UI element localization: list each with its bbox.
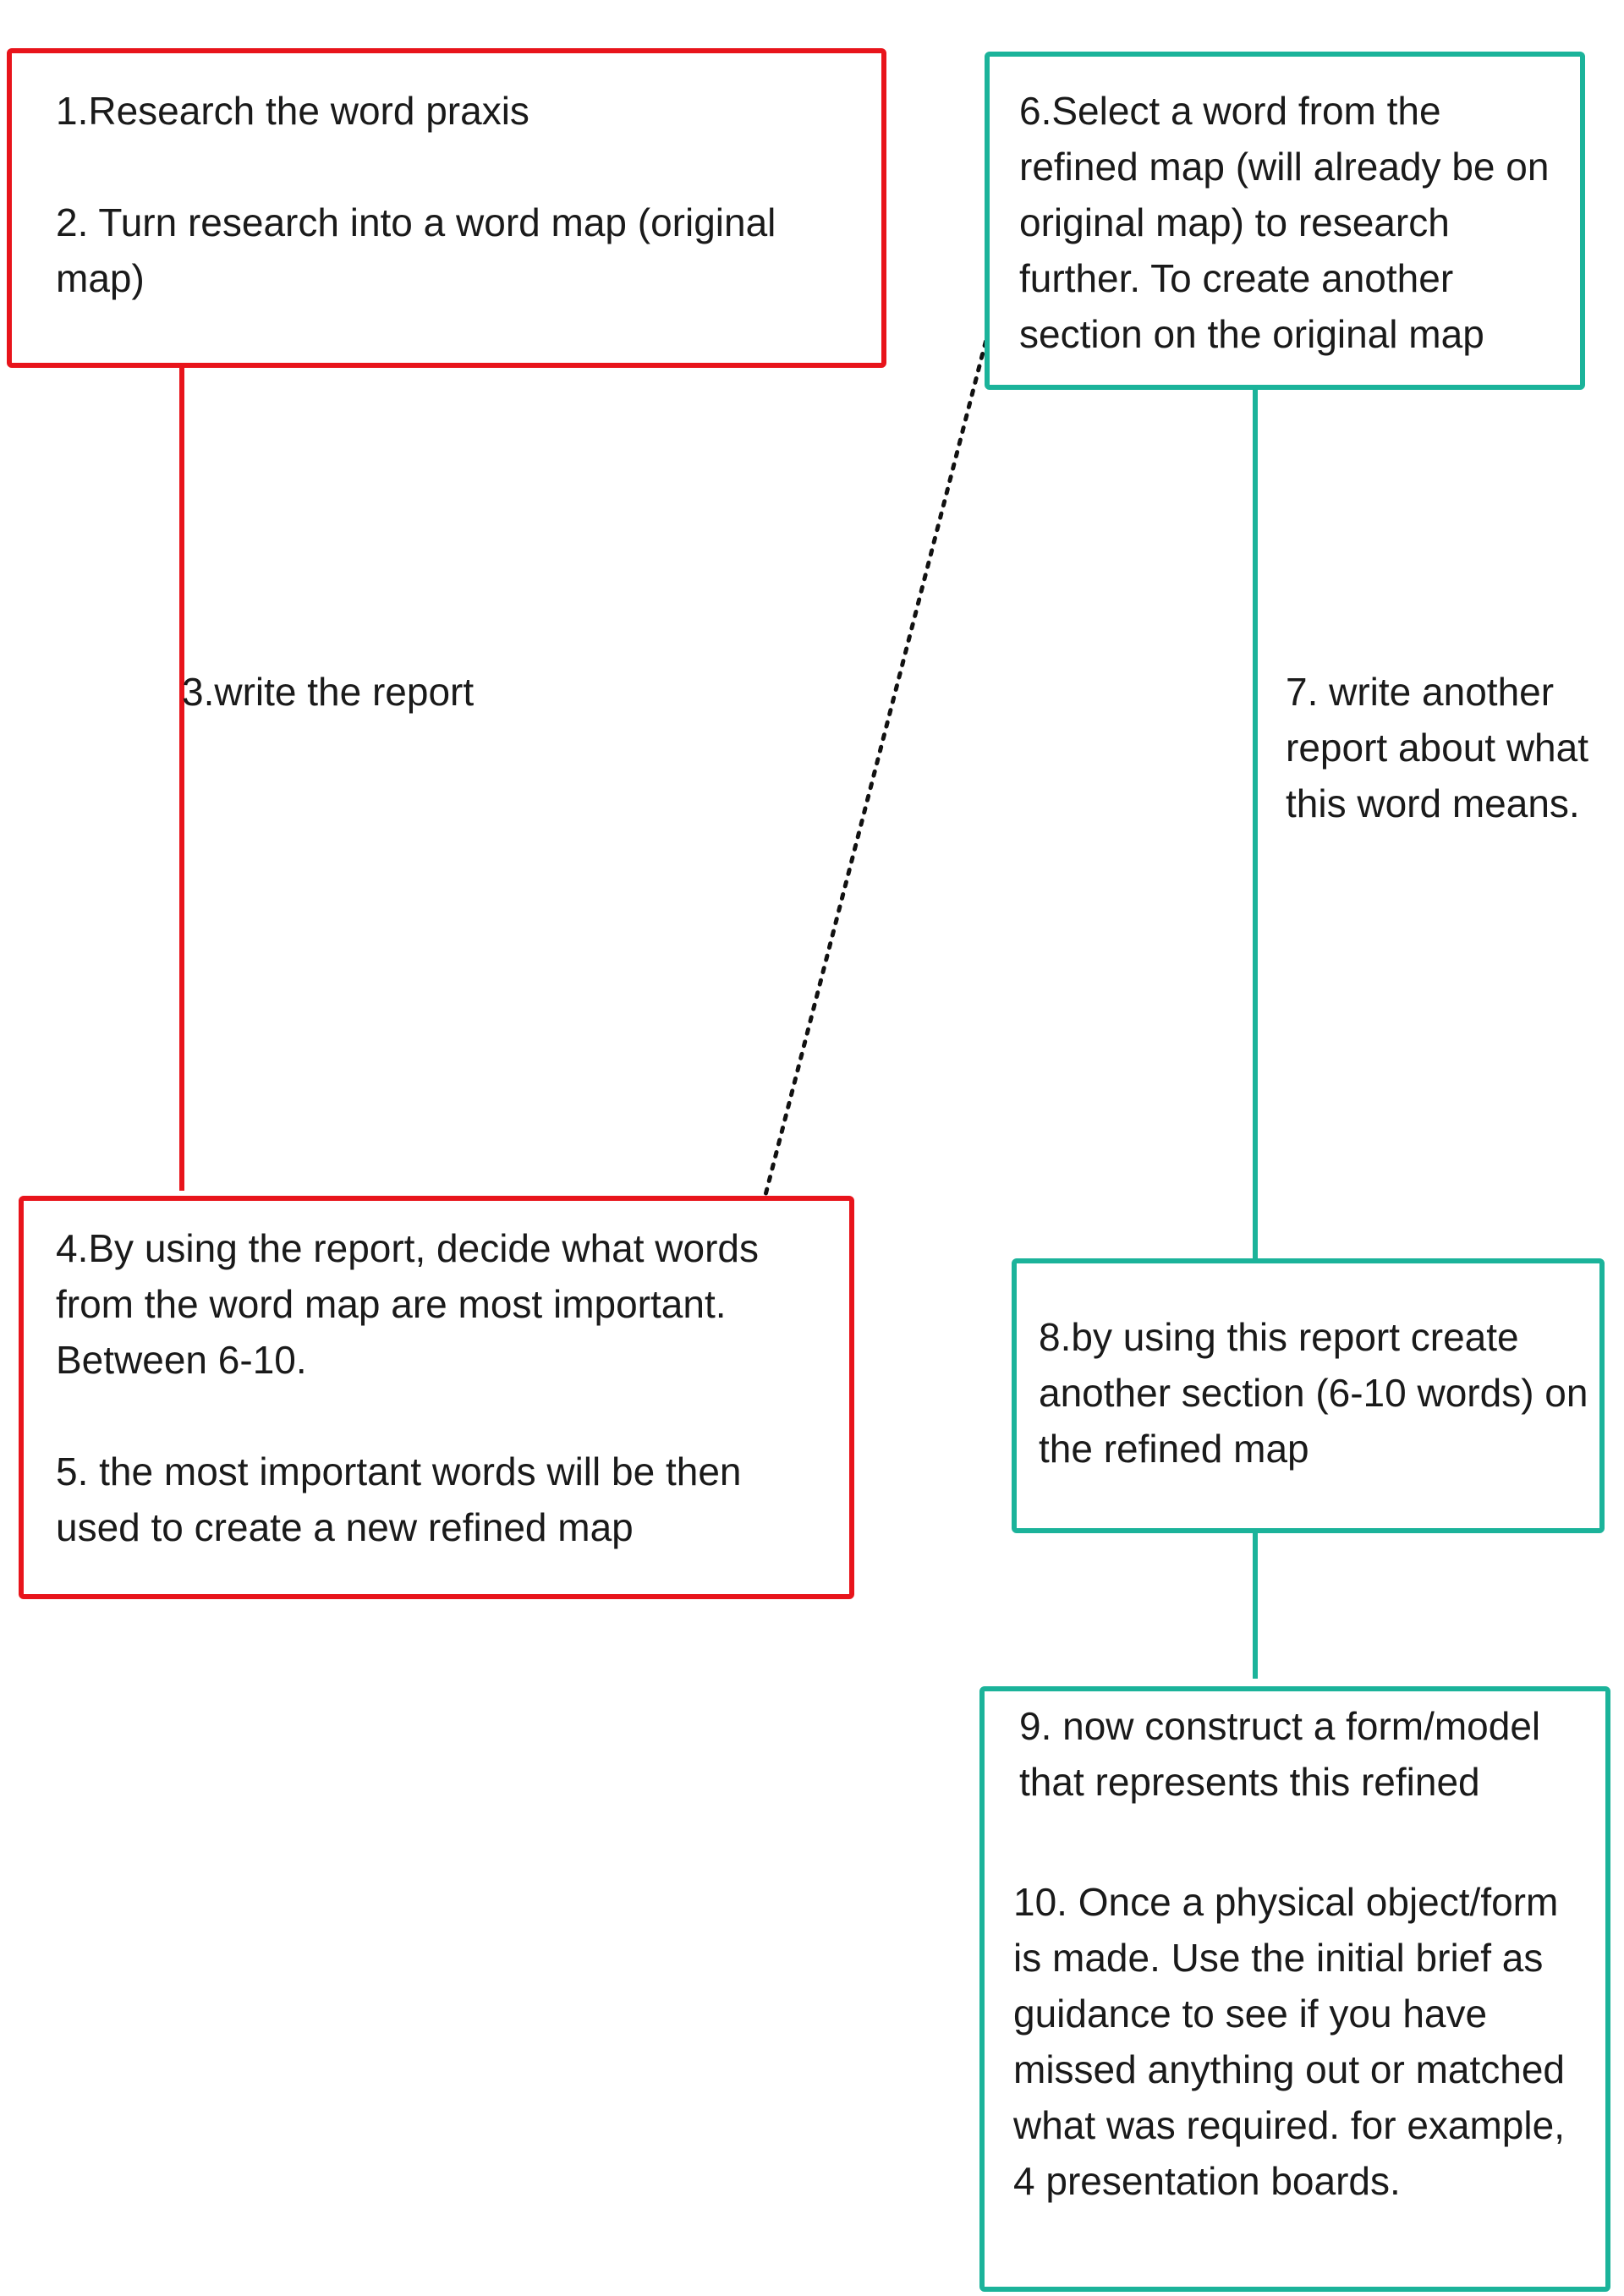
- step-box-1-2: [7, 48, 886, 368]
- step-1-text: 1.Research the word praxis: [56, 89, 529, 133]
- step-9-text: 9. now construct a form/model that repre…: [1019, 1704, 1551, 1804]
- dotted-connector-box4-to-box6: [757, 298, 999, 1220]
- step-5-text: 5. the most important words will be then…: [56, 1449, 753, 1549]
- step-10-text: 10. Once a physical object/form is made.…: [1013, 1880, 1576, 2203]
- step-4-text: 4.By using the report, decide what words…: [56, 1226, 770, 1382]
- step-7-label: 7. write another report about what this …: [1286, 670, 1599, 825]
- step-8-text: 8.by using this report create another se…: [1039, 1315, 1588, 1471]
- step-6-text: 6.Select a word from the refined map (wi…: [1019, 89, 1561, 356]
- step-box-4-5: [19, 1196, 854, 1599]
- step-box-8: [1012, 1258, 1605, 1533]
- step-box-6: [985, 52, 1585, 390]
- step-2-text: 2. Turn research into a word map (origin…: [56, 200, 787, 300]
- step-box-9-10: [979, 1686, 1610, 2292]
- step-3-label: 3.write the report: [182, 670, 475, 714]
